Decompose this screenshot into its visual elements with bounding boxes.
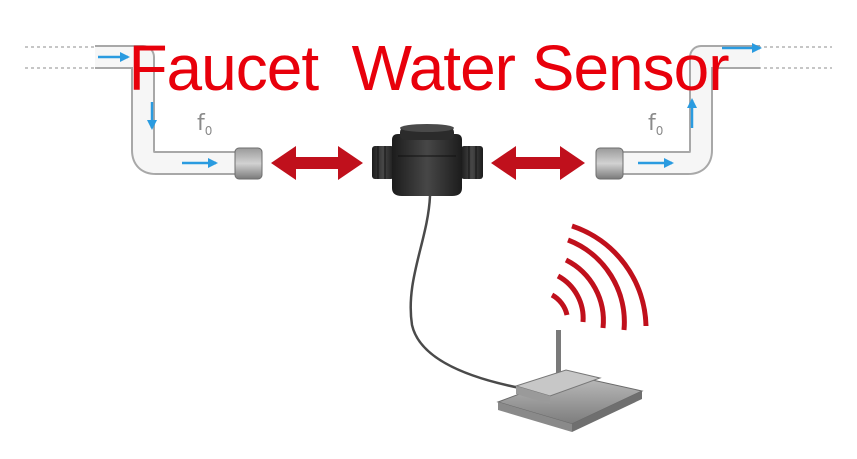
left-pipe — [95, 45, 236, 175]
left-connector — [234, 147, 263, 180]
right-connector — [595, 147, 624, 180]
right-pipe — [620, 45, 760, 175]
sensor-cable — [409, 195, 521, 390]
right-flow-label: f0 — [648, 111, 663, 138]
wireless-receiver-icon — [496, 330, 644, 432]
wireless-signal-icon — [550, 223, 649, 331]
flow-sensor-icon — [372, 124, 483, 196]
left-flow-label: f0 — [197, 111, 212, 138]
right-double-arrow — [491, 146, 585, 180]
right-flow-arrows — [638, 43, 762, 168]
left-double-arrow — [271, 146, 363, 180]
left-flow-arrows — [98, 52, 218, 168]
page-title: Faucet Water Sensor — [128, 32, 729, 104]
